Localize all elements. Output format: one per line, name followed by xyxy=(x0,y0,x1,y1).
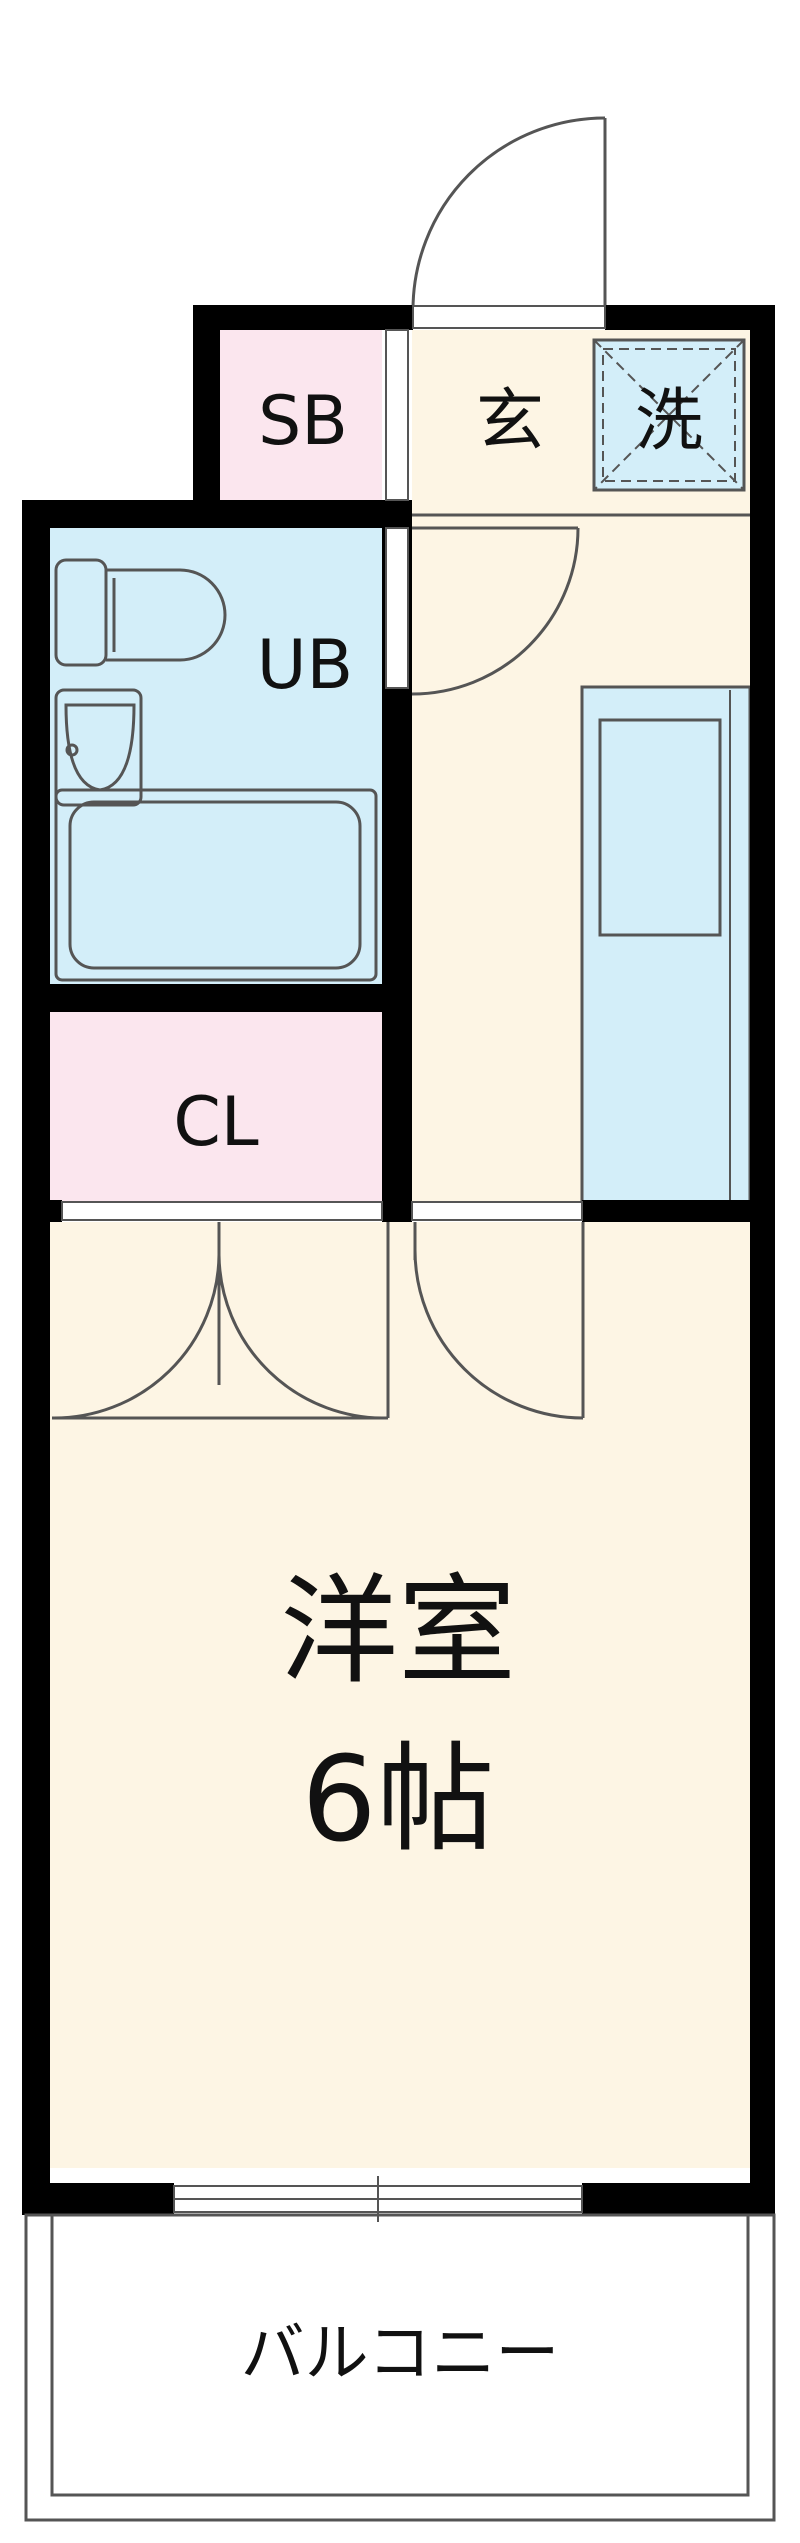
laundry-drain-mark xyxy=(593,339,745,491)
western-room-floor xyxy=(50,1222,750,2168)
closet-label: CL xyxy=(173,1083,258,1162)
entry-door xyxy=(411,116,607,313)
kitchen-counter xyxy=(580,685,752,1207)
kitchen-sink xyxy=(598,718,722,937)
closet-doors xyxy=(51,1222,390,1420)
walls xyxy=(22,305,775,2215)
entrance-label: 玄 xyxy=(476,382,544,461)
closet-area xyxy=(50,1012,382,1202)
unit-bath-label: UB xyxy=(257,626,353,705)
toilet xyxy=(54,558,227,667)
partitions xyxy=(412,338,750,517)
western-room-size: 6帖 xyxy=(301,1730,494,1868)
room-door xyxy=(413,1222,585,1420)
bathtub xyxy=(54,788,378,982)
unit-bath-area xyxy=(50,528,382,984)
western-room-name: 洋室 xyxy=(280,1562,516,1700)
laundry-label: 洗 xyxy=(635,382,703,461)
shoebox-label: SB xyxy=(258,382,348,461)
shoebox-area xyxy=(220,330,382,500)
balcony-outline xyxy=(24,2213,776,2522)
balcony-label: バルコニー xyxy=(241,2317,560,2391)
bathroom-door xyxy=(411,526,580,696)
